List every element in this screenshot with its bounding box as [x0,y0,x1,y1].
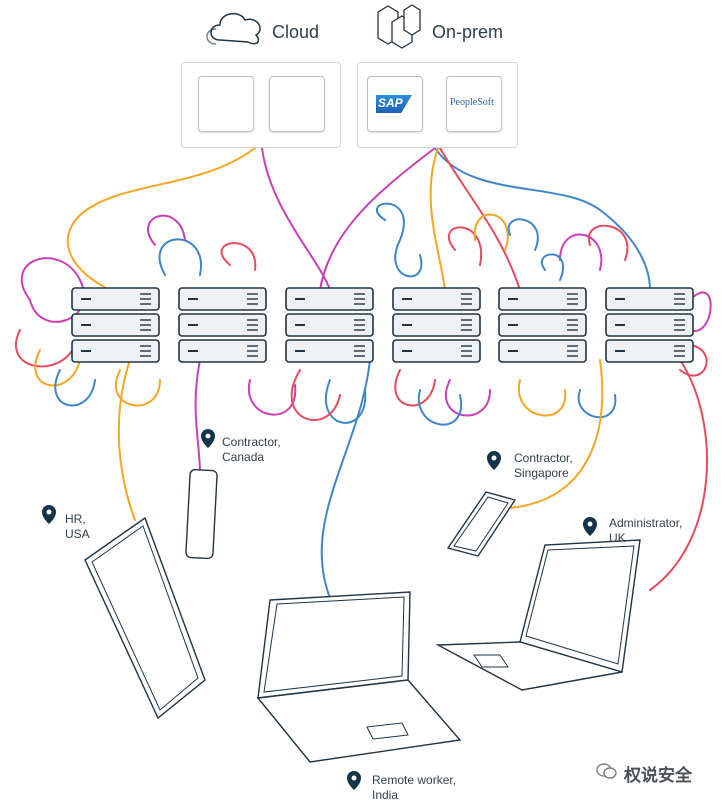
server-unit [285,287,374,311]
tableau-app-tile[interactable] [198,76,254,132]
connection-loop [34,349,81,387]
connection-loop [517,379,567,417]
server-racks [71,287,694,363]
server-unit [392,287,481,311]
peoplesoft-logo-text: PeopleSoft [450,97,494,108]
connection-loop [541,253,564,281]
connection-line-orange-tableau [66,147,256,291]
phone-device [185,468,218,560]
devices [84,468,641,763]
connection-loop [559,233,603,271]
laptop-device [435,539,641,691]
sap-app-tile[interactable]: SAP [367,76,423,132]
server-unit [605,313,694,337]
connection-loop [587,224,629,261]
connection-loop [376,202,423,278]
server-unit [498,287,587,311]
cloud-icon [206,13,261,45]
connection-line-blue-sap [434,147,651,291]
connection-line-orange-peoplesoft [429,147,446,291]
laptop-device [256,591,462,763]
connection-loop [417,389,463,426]
connection-loop [21,257,86,323]
server-unit [285,339,374,363]
connection-loop [290,369,341,422]
connection-loop [147,214,186,246]
connection-loop [247,379,297,416]
server-unit [605,339,694,363]
tablet-device [84,516,206,720]
sap-logo-text: SAP [378,96,403,110]
peoplesoft-app-tile[interactable]: PeopleSoft [446,76,502,132]
server-unit [498,313,587,337]
server-unit [498,339,587,363]
connection-line-magenta-sap [319,147,436,291]
connection-loop [577,389,617,419]
connection-line-magenta-tableau [261,147,331,291]
buildings-icon [377,4,421,49]
server-unit [71,287,160,311]
connection-line-hr [117,359,136,521]
sap-logo-icon [376,95,412,113]
connection-loop [114,369,161,407]
connection-loop [447,226,483,266]
location-label-contractor-singapore: Contractor, Singapore [514,451,573,480]
mongodb-app-tile[interactable] [269,76,325,132]
location-label-hr-usa: HR, USA [65,512,90,541]
server-unit [605,287,694,311]
connection-loop [158,238,202,276]
watermark-text: 权说安全 [624,766,692,785]
connection-line-contractor-canada [194,359,201,476]
connection-line-contractor-singapore [509,359,604,509]
cloud-header: Cloud [272,22,320,42]
connection-loop [54,369,96,407]
server-unit [392,339,481,363]
connection-lines [15,147,712,599]
location-label-remote-worker-india: Remote worker, India [372,773,457,802]
phone-device [446,491,517,557]
location-label-contractor-canada: Contractor, Canada [222,435,281,464]
server-unit [71,313,160,337]
connection-loop [15,329,76,368]
connection-loop [507,218,539,251]
server-unit [178,287,267,311]
location-label-administrator-uk: Administrator, UK [609,516,683,545]
connection-line-remote-worker [320,359,371,599]
wechat-icon [596,762,618,780]
server-unit [392,313,481,337]
connection-loop [444,379,491,417]
connection-loop [220,242,257,271]
server-unit [178,339,267,363]
connection-loop [689,291,712,332]
connection-loop [324,379,367,424]
connection-line-administrator [649,359,708,591]
server-unit [178,313,267,337]
connection-loop [473,213,509,251]
server-unit [71,339,160,363]
server-unit [285,313,374,337]
connection-loop [394,369,436,407]
onprem-header: On-prem [432,22,504,42]
